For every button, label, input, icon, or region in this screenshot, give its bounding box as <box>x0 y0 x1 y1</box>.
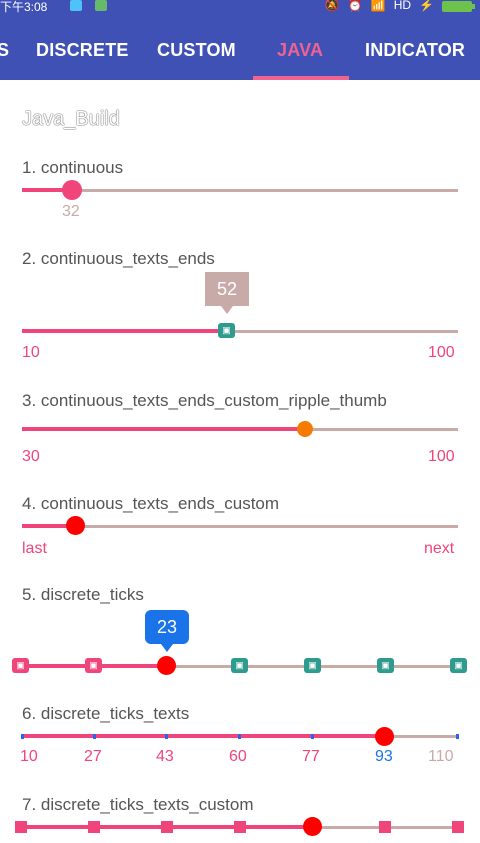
slider-6-tick-label: 110 <box>428 748 454 765</box>
slider-6-tick <box>21 734 24 739</box>
slider-1-thumb[interactable] <box>62 180 82 200</box>
tab-indicator-bar <box>253 76 349 80</box>
slider-6-thumb[interactable] <box>375 727 394 746</box>
slider-2-thumb-android-icon[interactable]: ▣ <box>218 323 235 338</box>
tab-bar: S DISCRETE CUSTOM JAVA INDICATOR <box>0 14 480 80</box>
slider-2-indicator: 52 <box>205 272 249 314</box>
network-hd: HD <box>393 0 412 12</box>
slider-6-tick <box>456 734 459 739</box>
section-title: Java_Build <box>22 108 120 130</box>
charging-icon: ⚡ <box>419 0 434 12</box>
slider-3-progress <box>22 427 305 431</box>
slider-6-tick <box>311 734 314 739</box>
slider-4-end: next <box>424 540 455 557</box>
status-bar: 下午3:08 🔕 ⏰ 📶 HD ⚡ <box>0 0 480 14</box>
slider-6-tick <box>93 734 96 739</box>
slider-6-tick-label-selected: 93 <box>375 748 393 765</box>
tab-indicator[interactable]: INDICATOR <box>365 40 466 60</box>
slider-2-label: 2. continuous_texts_ends <box>22 249 215 268</box>
slider-1-value: 32 <box>62 203 80 220</box>
slider-6-tick <box>165 734 168 739</box>
alarm-icon: ⏰ <box>347 0 363 12</box>
slider-6-tick-label: 10 <box>20 748 38 765</box>
slider-7-tick <box>452 821 464 833</box>
slider-5-tick-android-icon: ▣ <box>377 658 394 673</box>
slider-1-progress <box>22 188 72 192</box>
tab-custom[interactable]: CUSTOM <box>157 40 236 60</box>
slider-1-track[interactable] <box>22 189 458 192</box>
slider-6-tick-label: 60 <box>229 748 247 765</box>
slider-2-start: 10 <box>22 344 40 361</box>
battery-icon <box>442 0 475 12</box>
slider-3-end: 100 <box>428 448 455 465</box>
slider-6-tick-label: 43 <box>156 748 174 765</box>
slider-2-track[interactable] <box>22 330 458 333</box>
slider-7-tick <box>161 821 173 833</box>
mute-icon: 🔕 <box>324 0 340 12</box>
slider-7-tick <box>379 821 391 833</box>
slider-5-tick-android-icon: ▣ <box>85 658 102 673</box>
tab-java[interactable]: JAVA <box>277 40 324 60</box>
slider-4-thumb[interactable] <box>66 516 85 535</box>
slider-5-tick-android-icon: ▣ <box>304 658 321 673</box>
content: Java_Build 1. continuous 32 2. continuou… <box>0 80 480 843</box>
slider-5-tick-android-icon: ▣ <box>450 658 467 673</box>
status-time: 下午3:08 <box>0 0 48 14</box>
wifi-icon: 📶 <box>370 0 386 12</box>
slider-2-end: 100 <box>428 344 455 361</box>
status-icons: 🔕 ⏰ 📶 HD ⚡ <box>324 0 475 12</box>
slider-5-thumb[interactable] <box>157 656 176 675</box>
slider-7-thumb[interactable] <box>303 817 322 836</box>
slider-5-tick-android-icon: ▣ <box>12 658 29 673</box>
slider-5-tick-android-icon: ▣ <box>231 658 248 673</box>
slider-1-label: 1. continuous <box>22 158 124 177</box>
slider-5-indicator: 23 <box>145 610 189 652</box>
tab-discrete[interactable]: DISCRETE <box>36 40 129 60</box>
slider-6-tick <box>238 734 241 739</box>
usb-icon <box>70 0 82 11</box>
slider-4-progress <box>22 524 76 528</box>
slider-7-label: 7. discrete_ticks_texts_custom <box>22 795 254 814</box>
slider-6-label: 6. discrete_ticks_texts <box>22 704 190 723</box>
slider-3-thumb[interactable] <box>297 421 313 437</box>
tab-continuous[interactable]: S <box>0 40 10 60</box>
slider-7-tick <box>88 821 100 833</box>
slider-6-tick-label: 27 <box>84 748 102 765</box>
slider-6-progress <box>22 734 384 738</box>
slider-7-tick <box>15 821 27 833</box>
android-debug-icon <box>95 0 107 11</box>
slider-6-tick-label: 77 <box>302 748 320 765</box>
slider-3-start: 30 <box>22 448 40 465</box>
slider-7-tick <box>234 821 246 833</box>
slider-5-label: 5. discrete_ticks <box>22 585 144 604</box>
slider-4-label: 4. continuous_texts_ends_custom <box>22 494 280 513</box>
slider-4-start: last <box>22 540 47 557</box>
slider-2-progress <box>22 329 227 333</box>
slider-3-label: 3. continuous_texts_ends_custom_ripple_t… <box>22 391 387 410</box>
slider-4-track[interactable] <box>22 525 458 528</box>
